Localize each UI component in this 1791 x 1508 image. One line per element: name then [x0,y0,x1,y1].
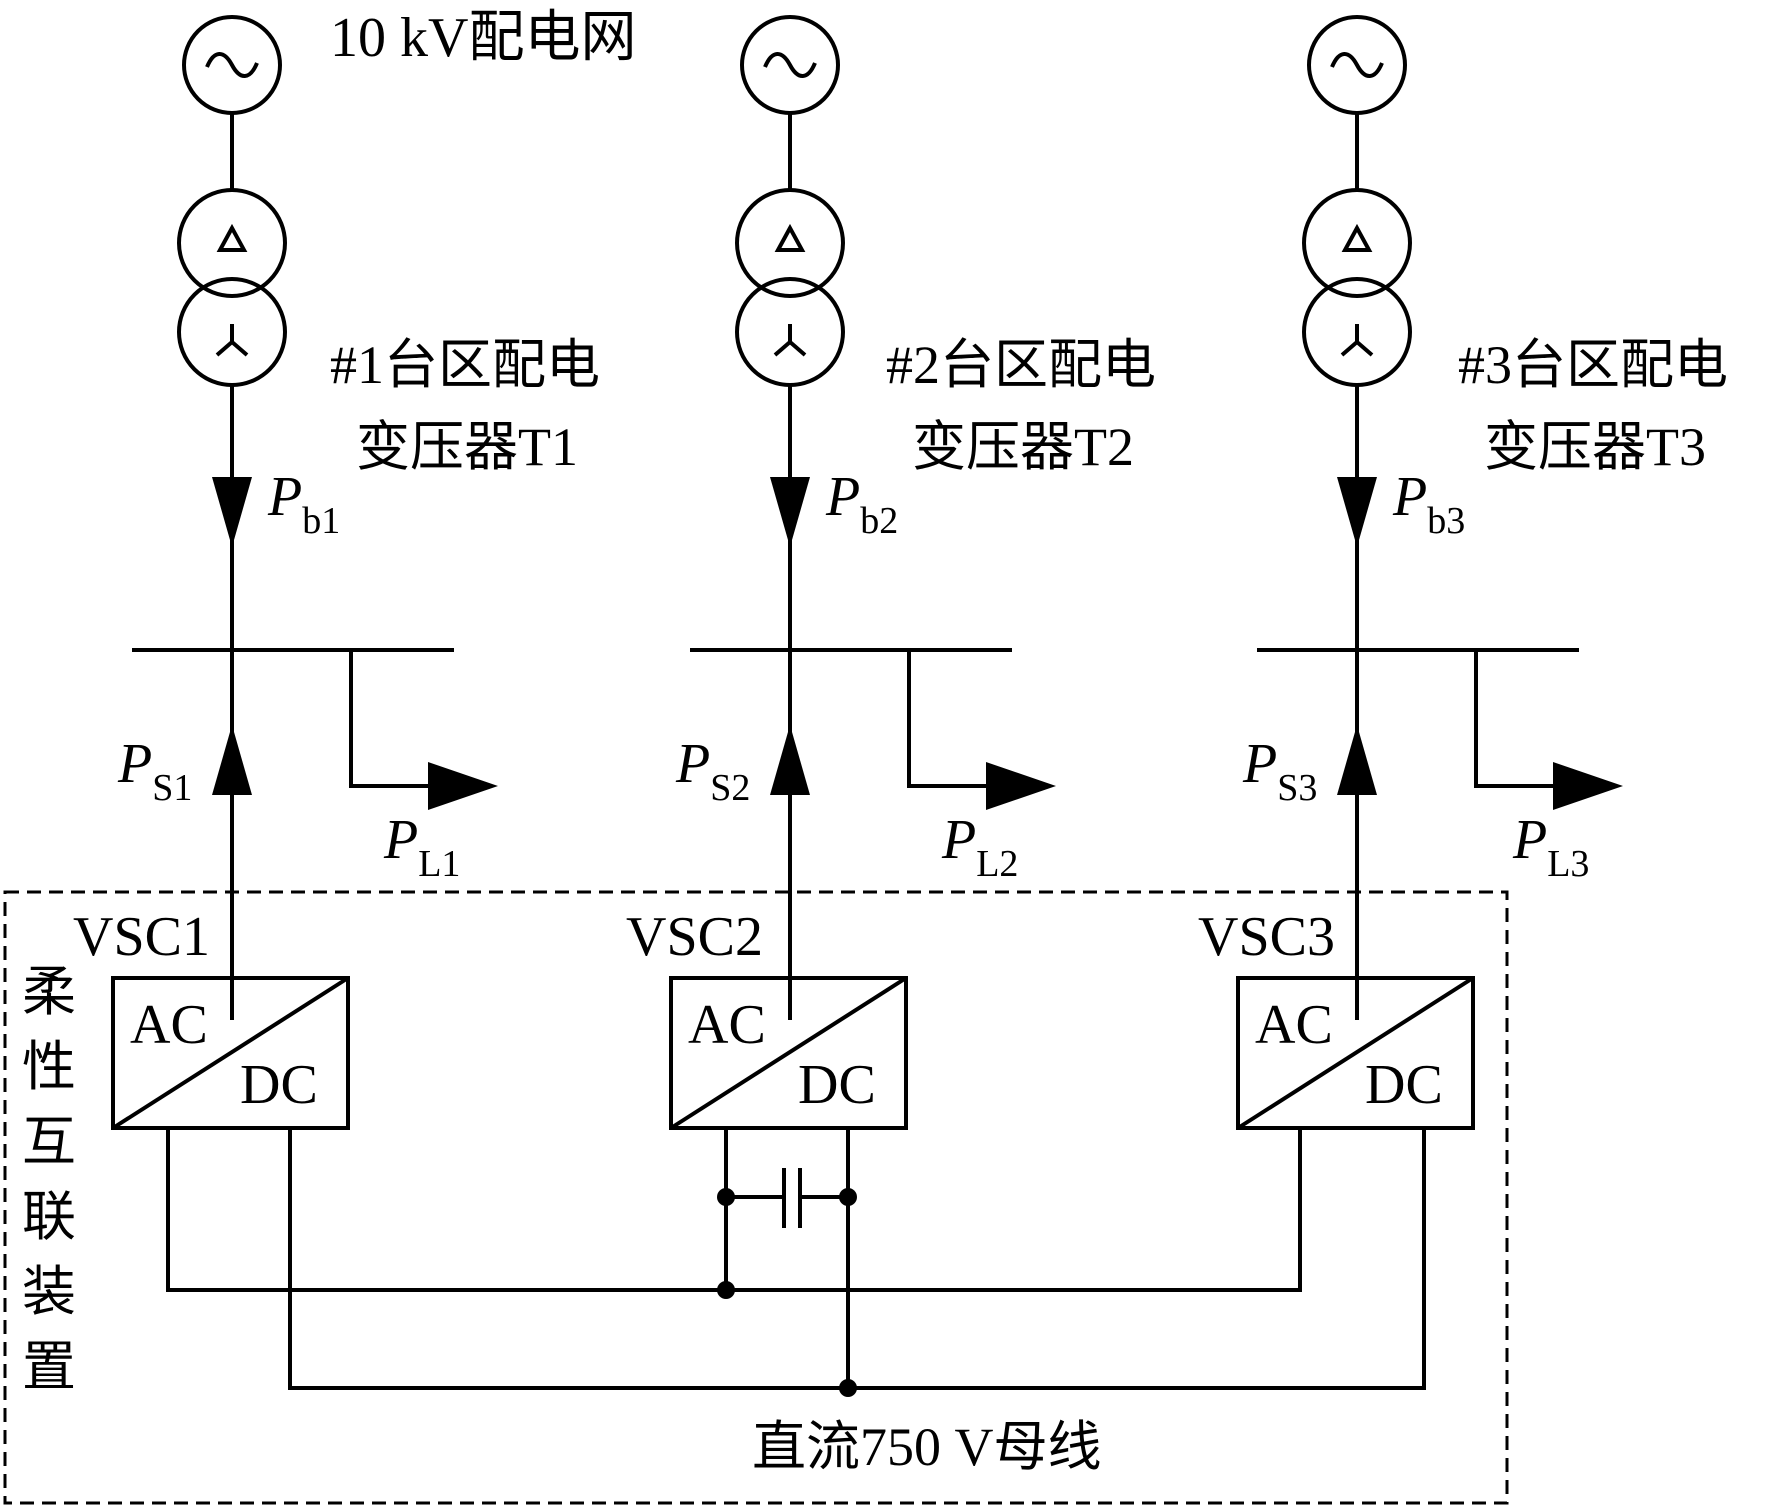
transformer-1-primary [177,188,287,298]
pl1-label: PL1 [383,809,460,885]
junction-dot [717,1188,735,1206]
pb1-label: Pb1 [267,466,340,542]
wye-icon [1340,324,1374,357]
flexible-device-char-4: 联 [22,1187,76,1247]
pl2-sub: L2 [976,843,1018,885]
pl3-label: PL3 [1512,809,1589,885]
pl3-arrow-icon [1553,762,1623,810]
vsc2-diagonal [669,976,908,1130]
vsc3-dc-label: DC [1365,1054,1443,1116]
pl1-sub: L1 [418,843,460,885]
pl3-main: P [1512,809,1547,871]
flexible-device-boundary [3,890,1509,1505]
pb1-main: P [267,466,302,528]
pb3-arrow-icon [1337,477,1377,547]
flexible-device-char-1: 柔 [22,962,76,1022]
ps2-label: PS2 [675,733,750,809]
pb2-main: P [825,466,860,528]
vsc1-label: VSC1 [73,906,210,968]
sine-icon [1330,52,1384,78]
pb2-sub: b2 [860,500,898,542]
vsc3-label: VSC3 [1198,906,1335,968]
ps3-arrow-icon [1337,725,1377,795]
pb1-sub: b1 [302,500,340,542]
ps1-sub: S1 [152,767,192,809]
transformer-2-primary [735,188,845,298]
pl2-arrow-icon [986,762,1056,810]
ps2-sub: S2 [710,767,750,809]
vsc2-ac-label: AC [688,994,766,1056]
vsc1-ac-label: AC [130,994,208,1056]
junction-dot [839,1379,857,1397]
junction-dot [839,1188,857,1206]
ps3-main: P [1242,733,1277,795]
pl3-sub: L3 [1547,843,1589,885]
vsc2-label: VSC2 [626,906,763,968]
pl2-label: PL2 [941,809,1018,885]
ps1-main: P [117,733,152,795]
ps1-arrow-icon [212,725,252,795]
ps2-main: P [675,733,710,795]
vsc2-dc-label: DC [798,1054,876,1116]
ps3-sub: S3 [1277,767,1317,809]
pb3-sub: b3 [1427,500,1465,542]
transformer-2-label-line2: 变压器T2 [912,417,1134,477]
transformer-2-label-line1: #2台区配电 [886,335,1156,395]
vsc3-ac-label: AC [1255,994,1333,1056]
vsc3-converter [1236,976,1475,1130]
delta-icon [1341,223,1373,252]
pb1-arrow-icon [212,477,252,547]
vsc3-diagonal [1236,976,1475,1130]
delta-icon [774,223,806,252]
grid-label: 10 kV配电网 [330,7,636,69]
dc-bus-lower [288,1128,1426,1390]
vsc2-converter [669,976,908,1130]
delta-icon [216,223,248,252]
pb3-main: P [1392,466,1427,528]
transformer-3-label-line1: #3台区配电 [1458,335,1728,395]
transformer-3-label-line2: 变压器T3 [1484,417,1706,477]
pb3-label: Pb3 [1392,466,1465,542]
sine-icon [205,52,259,78]
flexible-device-char-2: 性 [22,1037,76,1097]
flexible-device-char-6: 置 [22,1337,76,1397]
transformer-1-label-line1: #1台区配电 [330,335,600,395]
ps1-label: PS1 [117,733,192,809]
vsc1-dc-label: DC [240,1054,318,1116]
transformer-1-label-line2: 变压器T1 [356,417,578,477]
dc-bus-upper [166,1128,1302,1292]
sine-icon [763,52,817,78]
ps2-arrow-icon [770,725,810,795]
flexible-device-char-3: 互 [22,1112,76,1172]
pl2-main: P [941,809,976,871]
flexible-device-label: 柔 性 互 联 装 置 [22,962,76,1397]
junction-dot [717,1281,735,1299]
pl1-main: P [383,809,418,871]
load-feeder-2 [907,650,988,788]
ps3-label: PS3 [1242,733,1317,809]
dc-bus-label: 直流750 V母线 [752,1417,1102,1477]
vsc1-diagonal [111,976,350,1130]
load-feeder-1 [349,650,430,788]
branch-2: AC DC #2台区配电 变压器T2 Pb2 PS2 PL2 VSC2 [626,15,1156,1130]
dc-bus-wiring [166,1128,1426,1397]
pl1-arrow-icon [428,762,498,810]
branch-1: AC DC #1台区配电 变压器T1 Pb1 PS1 PL1 VSC1 [73,15,600,1130]
branch-3: AC DC #3台区配电 变压器T3 Pb3 PS3 PL3 VSC3 [1198,15,1728,1130]
vsc1-converter [111,976,350,1130]
wye-icon [215,324,249,357]
transformer-3-primary [1302,188,1412,298]
pb2-label: Pb2 [825,466,898,542]
wye-icon [773,324,807,357]
flexible-device-char-5: 装 [22,1262,76,1322]
pb2-arrow-icon [770,477,810,547]
load-feeder-3 [1474,650,1555,788]
